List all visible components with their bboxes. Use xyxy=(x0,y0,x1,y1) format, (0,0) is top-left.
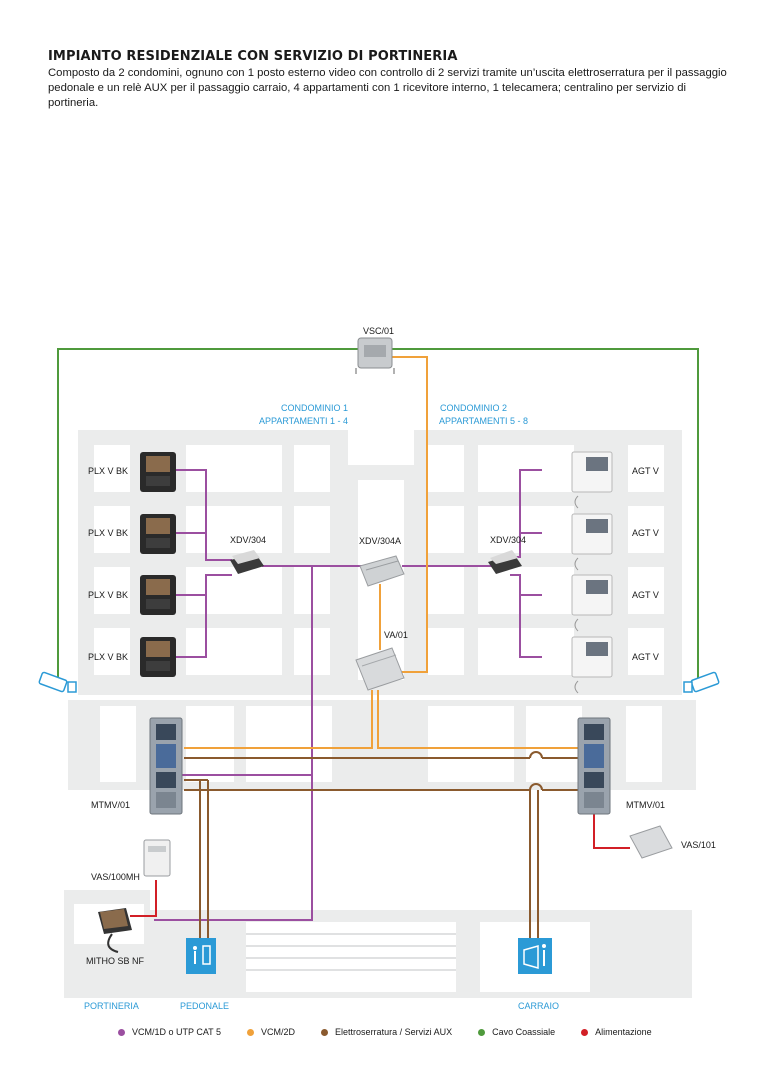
gate-bars xyxy=(246,933,456,971)
page-description: Composto da 2 condomini, ognuno con 1 po… xyxy=(48,67,727,109)
monitor-label: PLX V BK xyxy=(88,652,128,662)
monitor-label: PLX V BK xyxy=(88,528,128,538)
pedonale-label: PEDONALE xyxy=(180,1001,229,1011)
coax-cable xyxy=(57,348,699,678)
mitho-label: MITHO SB NF xyxy=(86,956,145,966)
mtmv-right-label: MTMV/01 xyxy=(626,800,665,810)
monitor-label: AGT V xyxy=(632,590,659,600)
vas101-device: VAS/101 xyxy=(629,825,716,859)
legend-label: VCM/1D o UTP CAT 5 xyxy=(132,1027,222,1037)
legend-label: Alimentazione xyxy=(595,1027,652,1037)
mtmv-right-panel: MTMV/01 xyxy=(577,717,665,815)
va-label: VA/01 xyxy=(384,630,408,640)
agt-monitor xyxy=(571,451,613,509)
condominio2-title: CONDOMINIO 2 xyxy=(440,403,507,413)
monitor-label: AGT V xyxy=(632,528,659,538)
aux-cables xyxy=(184,751,578,948)
left-monitors: PLX V BK PLX V BK PLX V BK PLX V BK xyxy=(88,452,176,677)
xdv-center-label: XDV/304A xyxy=(359,536,401,546)
xdv-left-device: XDV/304 xyxy=(230,535,266,574)
vas100mh-label: VAS/100MH xyxy=(91,872,140,882)
vcm1d-cables xyxy=(154,469,542,921)
vsc-label: VSC/01 xyxy=(363,326,394,336)
legend-item: Alimentazione xyxy=(581,1027,652,1037)
vehicle-gate-icon xyxy=(518,938,552,974)
plx-monitor xyxy=(140,575,176,615)
legend-label: Elettroserratura / Servizi AUX xyxy=(335,1027,453,1037)
legend-item: VCM/1D o UTP CAT 5 xyxy=(118,1027,221,1037)
monitor-label: PLX V BK xyxy=(88,466,128,476)
legend-swatch xyxy=(581,1028,589,1036)
xdv-left-label: XDV/304 xyxy=(230,535,266,545)
legend: VCM/1D o UTP CAT 5 VCM/2D Elettroserratu… xyxy=(118,1027,678,1037)
legend-label: VCM/2D xyxy=(261,1027,296,1037)
legend-item: VCM/2D xyxy=(247,1027,295,1037)
legend-swatch xyxy=(478,1028,486,1036)
vas101-label: VAS/101 xyxy=(681,840,716,850)
plx-monitor xyxy=(140,637,176,677)
legend-label: Cavo Coassiale xyxy=(492,1027,556,1037)
pedestrian-gate-icon xyxy=(186,938,216,974)
legend-swatch xyxy=(247,1028,255,1036)
vcm2d-cables xyxy=(184,356,578,749)
agt-monitor xyxy=(571,574,613,632)
portineria-label: PORTINERIA xyxy=(84,1001,139,1011)
va-device: VA/01 xyxy=(355,630,408,691)
right-monitors: AGT V AGT V AGT V AGT V xyxy=(571,451,659,694)
plx-monitor xyxy=(140,452,176,492)
mtmv-left-panel: MTMV/01 xyxy=(91,717,183,815)
condominio2-subtitle: APPARTAMENTI 5 - 8 xyxy=(439,416,528,426)
xdv-right-device: XDV/304 xyxy=(488,535,526,574)
mitho-device: MITHO SB NF xyxy=(86,908,145,966)
legend-item: Elettroserratura / Servizi AUX xyxy=(321,1027,452,1037)
xdv-right-label: XDV/304 xyxy=(490,535,526,545)
legend-item: Cavo Coassiale xyxy=(478,1027,555,1037)
vsc-device: VSC/01 xyxy=(355,326,395,374)
agt-monitor xyxy=(571,513,613,571)
xdv-center-device: XDV/304A xyxy=(359,536,405,587)
carraio-label: CARRAIO xyxy=(518,1001,559,1011)
legend-swatch xyxy=(118,1028,125,1036)
monitor-label: PLX V BK xyxy=(88,590,128,600)
plx-monitor xyxy=(140,514,176,554)
monitor-label: AGT V xyxy=(632,652,659,662)
camera-right xyxy=(683,671,720,693)
monitor-label: AGT V xyxy=(632,466,659,476)
page-title: IMPIANTO RESIDENZIALE CON SERVIZIO DI PO… xyxy=(48,49,458,64)
mtmv-left-label: MTMV/01 xyxy=(91,800,130,810)
condominio1-subtitle: APPARTAMENTI 1 - 4 xyxy=(259,416,348,426)
power-cables xyxy=(130,812,630,917)
condominio1-title: CONDOMINIO 1 xyxy=(281,403,348,413)
agt-monitor xyxy=(571,636,613,694)
vas100mh-device: VAS/100MH xyxy=(91,839,171,882)
legend-swatch xyxy=(321,1028,329,1036)
camera-left xyxy=(38,671,77,693)
